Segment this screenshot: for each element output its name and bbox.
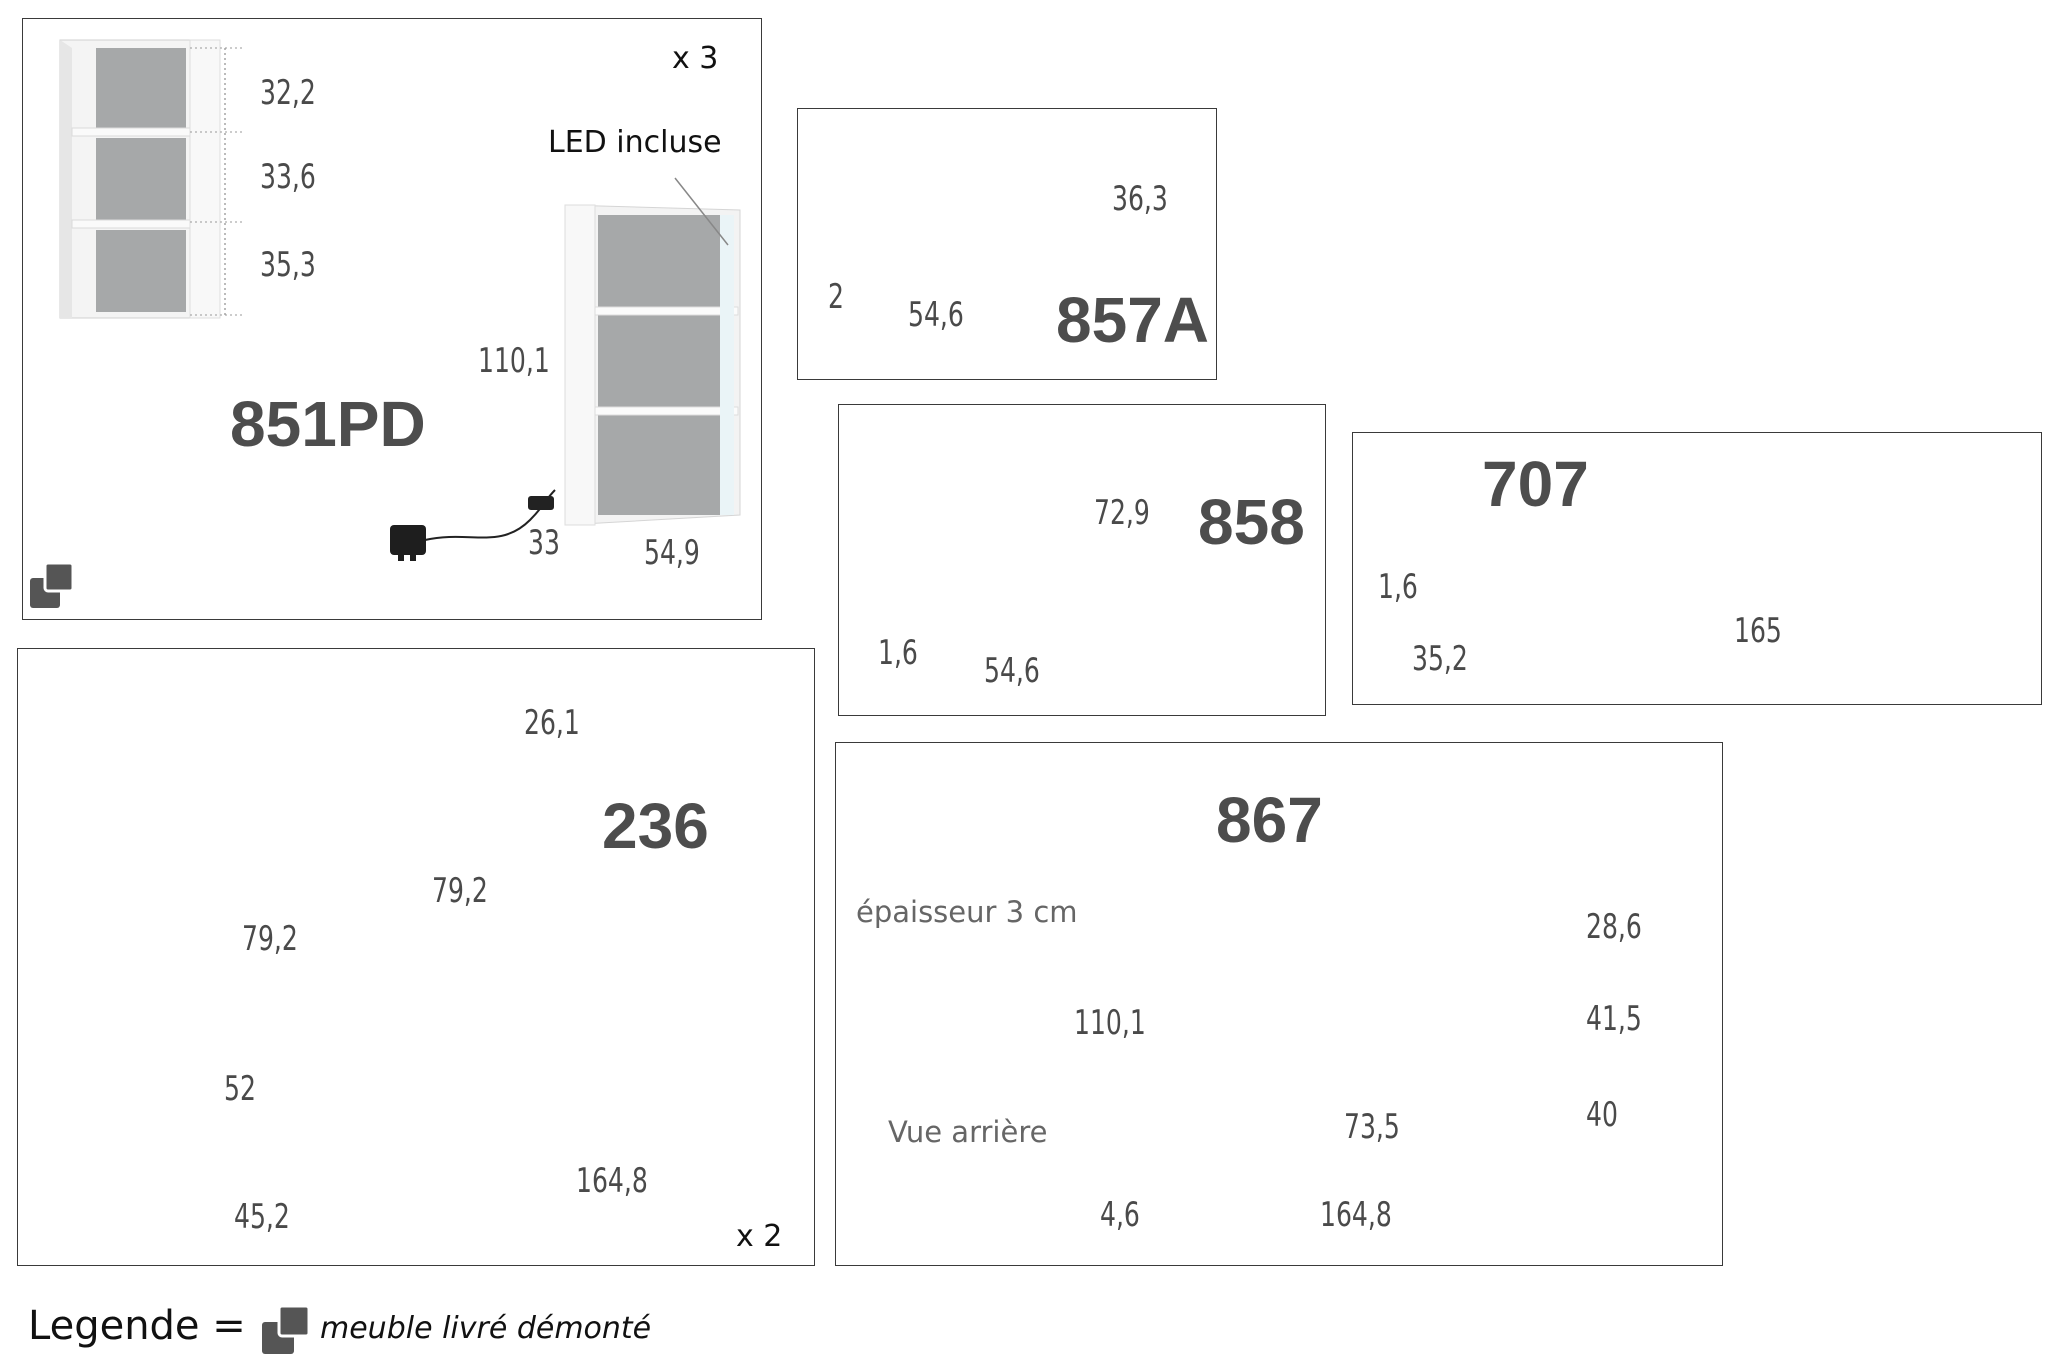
dim-867-top: 28,6 [1586, 907, 1642, 947]
dim-867-middle: 41,5 [1586, 999, 1642, 1039]
dim-857-width: 54,6 [908, 295, 964, 335]
dim-867-screen-width: 73,5 [1344, 1107, 1400, 1147]
dim-707-depth: 35,2 [1412, 639, 1468, 679]
code-857a: 857A [1056, 284, 1209, 356]
panel-858 [838, 404, 1326, 716]
legend-icon [262, 1304, 311, 1354]
dim-236-depth: 45,2 [234, 1197, 290, 1237]
dim-867-thickness: 4,6 [1100, 1195, 1140, 1235]
dim-857-thickness: 2 [828, 277, 844, 317]
code-236: 236 [602, 790, 709, 862]
dim-858-thickness: 1,6 [878, 633, 918, 673]
panel-236 [17, 648, 815, 1266]
dim-236-height: 52 [224, 1069, 256, 1109]
thickness-note: épaisseur 3 cm [856, 895, 1078, 929]
panel-857a [797, 108, 1217, 380]
qty-236: x 2 [736, 1219, 783, 1254]
legend-text: meuble livré démonté [320, 1311, 652, 1346]
disassembled-icon [30, 561, 75, 608]
code-707: 707 [1482, 448, 1589, 520]
dim-851-height: 110,1 [478, 341, 550, 381]
dim-707-thickness: 1,6 [1378, 567, 1418, 607]
dim-851-shelf1: 32,2 [260, 73, 316, 113]
code-851pd: 851PD [230, 388, 426, 460]
dim-851-depth: 33 [528, 523, 560, 563]
dim-236-width: 164,8 [576, 1161, 648, 1201]
legend-label: Legende = [28, 1303, 246, 1349]
shelf-unit-led-view [390, 177, 741, 561]
code-867: 867 [1216, 784, 1323, 856]
dim-851-width: 54,9 [644, 533, 700, 573]
dim-858-width: 54,6 [984, 651, 1040, 691]
panel-867 [835, 742, 1723, 1266]
rear-view-label: Vue arrière [888, 1115, 1048, 1149]
dim-236-top-height: 26,1 [524, 703, 580, 743]
qty-851: x 3 [672, 41, 719, 76]
dim-707-width: 165 [1734, 611, 1782, 651]
dim-858-height: 72,9 [1094, 493, 1150, 533]
dim-851-shelf2: 33,6 [260, 157, 316, 197]
dim-851-shelf3: 35,3 [260, 245, 316, 285]
code-858: 858 [1198, 486, 1305, 558]
panel-707 [1352, 432, 2042, 705]
dim-236-right-width: 79,2 [432, 871, 488, 911]
dim-857-height: 36,3 [1112, 179, 1168, 219]
dim-867-width: 164,8 [1320, 1195, 1392, 1235]
dim-236-left-width: 79,2 [242, 919, 298, 959]
shelf-unit-front-view [59, 39, 245, 319]
dim-867-total-height: 110,1 [1074, 1003, 1146, 1043]
dim-867-bottom: 40 [1586, 1095, 1618, 1135]
led-label: LED incluse [548, 125, 722, 160]
